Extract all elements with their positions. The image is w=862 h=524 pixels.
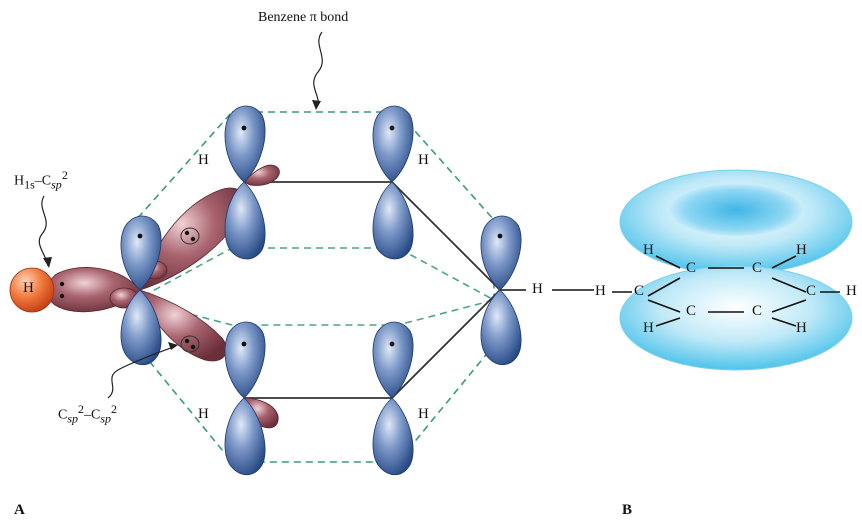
- panel-a-label: A: [14, 502, 25, 518]
- benzene-sigma-framework: [552, 255, 840, 327]
- b-h-bottom-right: H: [796, 320, 807, 336]
- sigma-electron-pairs: [59, 227, 200, 353]
- b-c-bottom-left: C: [686, 303, 697, 319]
- h-label-bottom-left: H: [198, 406, 209, 422]
- csp2-csp2-label: Csp2–Csp2: [58, 402, 118, 426]
- b-h-top-right: H: [796, 242, 807, 258]
- pi-bond-outer-dashes: [133, 111, 497, 463]
- h-label-right: H: [532, 281, 543, 297]
- h-csp2-callout: [38, 195, 49, 267]
- b-h-right: H: [846, 283, 857, 299]
- b-h-bottom-left: H: [643, 320, 654, 336]
- b-c-right: C: [806, 283, 817, 299]
- csp2-callout: [107, 345, 177, 399]
- hydrogen-1s-orbital: [9, 267, 55, 313]
- hydrogen-atom-label: H: [23, 280, 34, 296]
- h-label-bottom-right: H: [418, 406, 429, 422]
- lower-pi-cloud: [619, 265, 853, 371]
- panel-b-diagram: [552, 169, 853, 371]
- b-c-bottom-right: C: [752, 303, 763, 319]
- b-c-left: C: [634, 283, 645, 299]
- h-label-top-left: H: [198, 152, 209, 168]
- callout-arrows: [38, 31, 323, 399]
- p-orbitals: [120, 105, 522, 476]
- pi-bond-callout: [313, 31, 323, 109]
- upper-pi-cloud: [619, 169, 853, 275]
- b-c-top-right: C: [752, 260, 763, 276]
- panel-b-label: B: [622, 502, 633, 518]
- pi-bond-label: Benzene π bond: [258, 10, 349, 25]
- sigma-bonds: [244, 181, 501, 399]
- b-c-top-left: C: [686, 260, 697, 276]
- callout-arrowheads: [43, 100, 321, 350]
- h-label-top-right: H: [418, 152, 429, 168]
- b-h-top-left: H: [643, 242, 654, 258]
- b-h-left: H: [595, 283, 606, 299]
- p-electron-dots: [137, 125, 503, 347]
- panel-a-diagram: [9, 31, 526, 476]
- h-csp2-label: H1s–Csp2: [14, 168, 68, 192]
